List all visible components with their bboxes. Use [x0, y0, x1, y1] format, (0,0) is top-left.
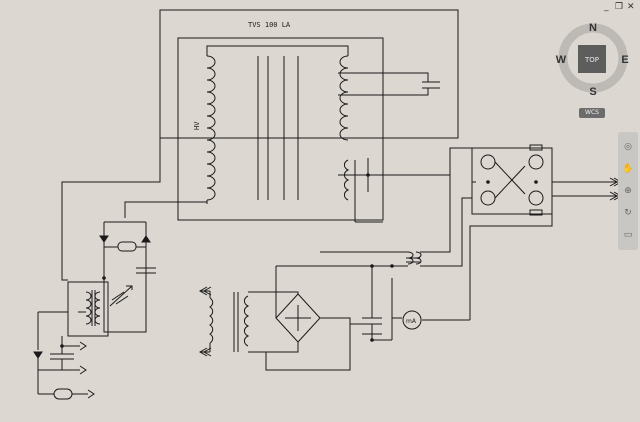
- meter-label: mA: [406, 318, 417, 325]
- viewcube[interactable]: TOP N S E W: [556, 22, 629, 98]
- pan-icon[interactable]: ✋: [622, 164, 634, 174]
- tuning-box: [67, 281, 109, 337]
- hv-label: HV: [193, 121, 201, 130]
- wcs-menu[interactable]: WCS: [579, 108, 605, 118]
- outer-frame: [159, 9, 459, 139]
- aux-coil-lower: [344, 159, 350, 201]
- zoom-icon[interactable]: ⊕: [624, 186, 632, 196]
- close-button[interactable]: ✕: [627, 2, 635, 12]
- restore-button[interactable]: ❐: [615, 2, 624, 12]
- orbit-icon[interactable]: ↻: [624, 208, 632, 218]
- compass-east[interactable]: E: [621, 54, 628, 66]
- steering-wheel-icon[interactable]: ◎: [624, 142, 632, 152]
- hv-coil: [206, 55, 216, 201]
- milliammeter: [402, 310, 422, 330]
- showmotion-icon[interactable]: ▭: [623, 230, 633, 240]
- transformer-box: [177, 37, 384, 221]
- navigation-bar: ◎ ✋ ⊕ ↻ ▭: [618, 132, 638, 250]
- viewcube-top-face: [578, 45, 606, 73]
- compass-north[interactable]: N: [589, 22, 597, 34]
- transformer-label: TVS 100 LA: [248, 21, 291, 29]
- compass-west[interactable]: W: [556, 54, 567, 66]
- transistor-bridge: [471, 147, 553, 215]
- compass-south[interactable]: S: [589, 86, 596, 98]
- viewcube-top-label[interactable]: TOP: [584, 56, 599, 64]
- aux-coil-upper: [339, 55, 349, 141]
- minimize-button[interactable]: _: [604, 2, 609, 12]
